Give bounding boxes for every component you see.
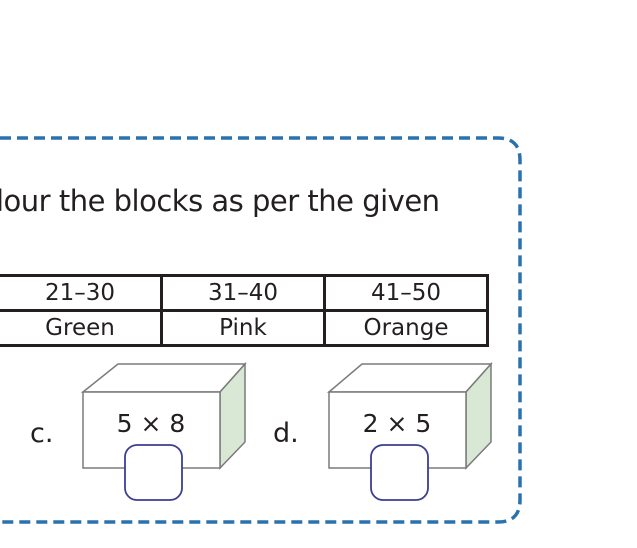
colour-row: Green Pink Orange <box>0 309 489 347</box>
dashed-border <box>0 136 522 524</box>
block-d-expression: 2 × 5 <box>362 409 432 438</box>
colour-key-table: 21–30 31–40 41–50 Green Pink Orange <box>0 274 489 347</box>
answer-box-d[interactable] <box>370 444 429 501</box>
range-cell: 41–50 <box>323 274 489 312</box>
range-cell: 31–40 <box>160 274 326 312</box>
range-cell: 21–30 <box>0 274 163 312</box>
block-d-label: d. <box>273 418 299 449</box>
colour-cell: Pink <box>160 309 326 347</box>
instruction-text: lour the blocks as per the given <box>0 184 440 218</box>
range-row: 21–30 31–40 41–50 <box>0 274 489 312</box>
block-c <box>80 362 247 470</box>
block-c-label: c. <box>30 418 54 449</box>
answer-box-c[interactable] <box>124 444 183 501</box>
block-c-expression: 5 × 8 <box>116 409 186 438</box>
colour-cell: Orange <box>323 309 489 347</box>
colour-cell: Green <box>0 309 163 347</box>
block-d <box>326 362 493 470</box>
